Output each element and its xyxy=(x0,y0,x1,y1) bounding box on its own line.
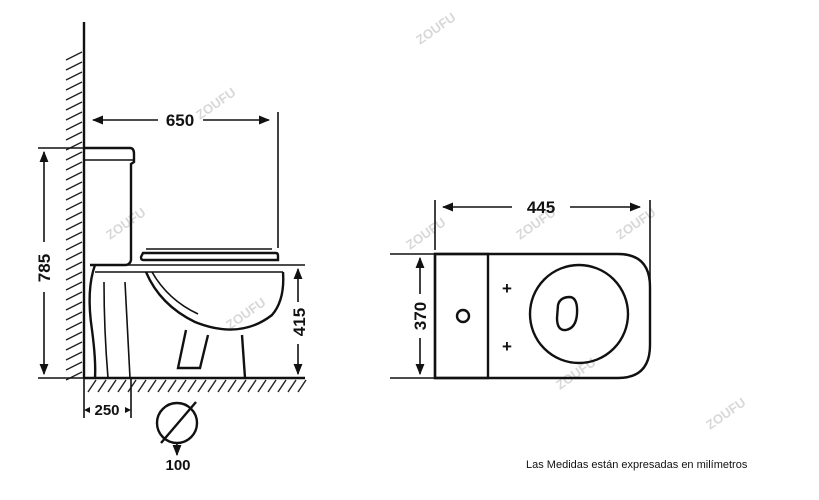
floor-hatch-line xyxy=(87,379,97,393)
wall-hatch-line xyxy=(65,211,83,221)
floor xyxy=(84,376,307,393)
wall-hatch-line xyxy=(65,271,83,281)
wall-hatch-line xyxy=(65,291,83,301)
wall-hatch-line xyxy=(65,241,83,251)
wall-hatch-line xyxy=(65,111,83,121)
wall-hatch-line xyxy=(65,201,83,211)
floor-hatch-line xyxy=(207,379,217,393)
floor-hatch-line xyxy=(267,379,277,393)
wall-hatch-line xyxy=(65,131,83,141)
floor-hatch-line xyxy=(257,379,267,393)
wall-hatch-line xyxy=(65,231,83,241)
dim-370-label: 370 xyxy=(411,302,430,330)
floor-hatch-line xyxy=(227,379,237,393)
dimension-250: 250 xyxy=(83,378,132,419)
floor-hatch-line xyxy=(287,379,297,393)
wall-hatch-line xyxy=(65,91,83,101)
outlet-diameter-symbol: 100 xyxy=(155,401,199,474)
dim-785-label: 785 xyxy=(35,254,54,282)
wall-hatch-line xyxy=(65,191,83,201)
dim-445-label: 445 xyxy=(527,198,555,217)
wall-hatch-line xyxy=(65,341,83,351)
wall-hatch-line xyxy=(65,71,83,81)
wall-hatch-line xyxy=(65,181,83,191)
wall-hatch-line xyxy=(65,251,83,261)
watermark: ZOUFU xyxy=(703,394,748,432)
dimension-415: 415 xyxy=(283,264,309,376)
toilet-top-view xyxy=(433,252,652,380)
dimension-445: 445 xyxy=(434,198,651,305)
dim-250-label: 250 xyxy=(94,402,119,419)
dim-650-label: 650 xyxy=(166,111,194,130)
wall-hatch-line xyxy=(65,261,83,271)
wall-hatch-line xyxy=(65,81,83,91)
floor-hatch-line xyxy=(177,379,187,393)
floor-hatch-line xyxy=(197,379,207,393)
watermark: ZOUFU xyxy=(613,204,658,242)
plus-symbol: + xyxy=(502,337,512,356)
floor-hatch-line xyxy=(157,379,167,393)
dim-100-label: 100 xyxy=(165,457,190,474)
floor-hatch-line xyxy=(127,379,137,393)
floor-hatch-line xyxy=(247,379,257,393)
floor-hatch-line xyxy=(137,379,147,393)
watermark: ZOUFU xyxy=(403,214,448,252)
dimension-650: 650 xyxy=(91,111,279,248)
wall-hatch-line xyxy=(65,281,83,291)
floor-hatch-line xyxy=(107,379,117,393)
floor-hatch-line xyxy=(277,379,287,393)
wall-hatch-line xyxy=(65,171,83,181)
wall-hatch-line xyxy=(65,61,83,71)
watermark: ZOUFU xyxy=(103,204,148,242)
units-note: Las Medidas están expresadas en milímetr… xyxy=(526,459,748,471)
wall-hatch-line xyxy=(65,101,83,111)
floor-hatch-line xyxy=(117,379,127,393)
wall-hatch-line xyxy=(65,351,83,361)
wall-hatch-line xyxy=(65,151,83,161)
dim-415-label: 415 xyxy=(290,308,309,336)
floor-hatch-line xyxy=(217,379,227,393)
floor-hatch-line xyxy=(187,379,197,393)
dimension-370: 370 xyxy=(390,253,435,379)
toilet-side-profile xyxy=(84,146,285,379)
dimension-785: 785 xyxy=(35,147,84,379)
wall xyxy=(65,22,86,381)
wall-hatch-line xyxy=(65,221,83,231)
wall-hatch-line xyxy=(65,121,83,131)
floor-hatch-line xyxy=(147,379,157,393)
wall-hatch-line xyxy=(65,161,83,171)
wall-hatch-line xyxy=(65,321,83,331)
wall-hatch-line xyxy=(65,311,83,321)
floor-hatch-line xyxy=(297,379,307,393)
floor-hatch-line xyxy=(167,379,177,393)
watermark: ZOUFU xyxy=(413,9,458,47)
wall-hatch-line xyxy=(65,301,83,311)
wall-hatch-line xyxy=(65,361,83,371)
plus-symbol: + xyxy=(502,279,512,298)
wall-hatch-line xyxy=(65,331,83,341)
floor-hatch-line xyxy=(97,379,107,393)
watermark: ZOUFU xyxy=(193,84,238,122)
floor-hatch-line xyxy=(237,379,247,393)
wall-hatch-line xyxy=(65,51,83,61)
